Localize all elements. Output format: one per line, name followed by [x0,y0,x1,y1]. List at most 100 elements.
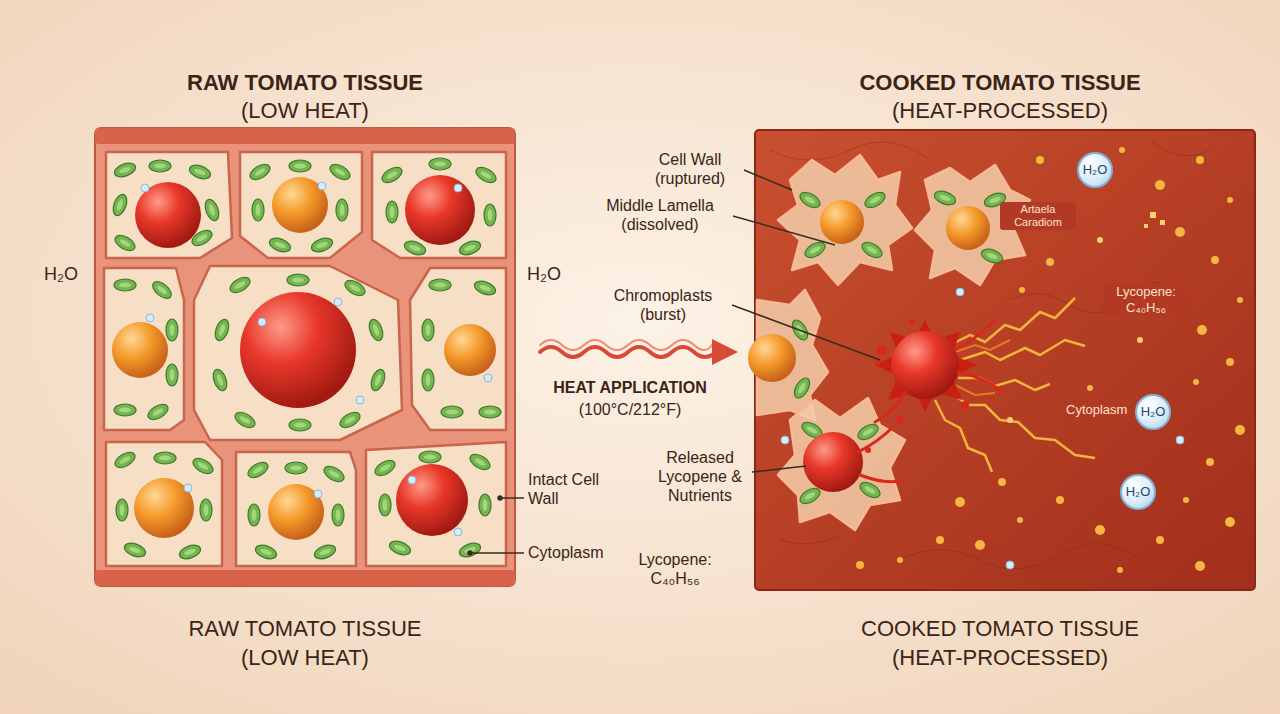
cooked-tissue [1019,287,1025,293]
raw-tissue [287,274,309,286]
leader-line [468,551,472,555]
cooked-tissue [1036,156,1044,164]
raw-tissue [116,499,128,521]
raw-tissue [240,292,356,408]
raw-tissue [313,543,338,562]
raw-tissue [422,369,434,391]
cooked-tissue [1225,517,1235,527]
raw-tissue [252,199,264,221]
raw-tissue [314,490,322,498]
raw-tissue [386,201,398,223]
process-label: HEAT APPLICATION [530,378,730,397]
heat-arrow [712,339,738,365]
cooked-tissue [1144,224,1148,228]
raw-tissue [190,455,215,476]
raw-tissue [321,463,346,484]
raw-tissue [149,160,171,172]
raw-tissue [342,277,367,298]
cooked-tissue [856,561,864,569]
raw-tissue [111,158,501,561]
cooked-tissue [1211,256,1219,264]
raw-tissue [112,232,137,253]
raw-tissue [112,322,168,378]
cooked-tissue [859,239,884,260]
cooked-tissue [865,319,969,453]
cooked-tissue [909,319,915,325]
cooked-tissue [789,189,1007,507]
cooked-tissue [958,372,1003,392]
raw-tissue [410,268,506,430]
cooked-tissue [955,385,995,395]
cooked-tissue [950,298,1075,345]
raw-tissue [134,478,194,538]
callout-label: Chromoplasts (burst) [598,286,728,324]
cooked-tissue [877,345,887,355]
raw-tissue [334,298,342,306]
cooked-tissue [781,288,1184,569]
raw-tissue [388,539,413,558]
raw-tissue [467,451,492,472]
raw-tissue [203,198,222,223]
raw-tissue [111,193,130,218]
cooked-tissue [858,320,1003,482]
bubble-content: H₂O [1083,163,1108,177]
heat-arrow [540,339,738,365]
raw-tissue [104,268,184,430]
cooked-tissue [961,401,969,409]
cooked-tissue [862,189,887,210]
raw-tissue [178,543,203,562]
panel-subheading: (LOW HEAT) [85,645,525,671]
raw-tissue [188,163,213,182]
raw-tissue [454,184,462,192]
cooked-tissue [1006,561,1014,569]
raw-tissue [150,278,175,301]
raw-tissue [95,128,515,586]
cooked-tissue [1150,212,1156,218]
raw-tissue [337,409,362,430]
raw-tissue [106,442,222,566]
cooked-tissue [960,340,1085,360]
cooked-tissue [857,479,882,500]
cooked-tissue [875,320,978,412]
cooked-tissue [1206,458,1214,466]
cooked-tissue [1117,567,1123,573]
cooked-tissue [1137,337,1143,343]
raw-tissue [114,279,136,291]
cooked-tissue [935,298,1095,472]
formula-label: Lycopene: C₄₀H₅₆ [1103,283,1189,316]
heat-arrow [540,340,712,350]
raw-tissue [367,318,386,343]
cooked-tissue [1007,417,1013,423]
cooked-tissue [1175,227,1185,237]
raw-tissue [479,406,501,418]
water-label: H₂O [44,264,78,286]
raw-tissue [289,160,311,172]
raw-tissue [240,152,362,258]
raw-tissue [396,464,468,536]
raw-tissue [268,236,293,255]
raw-tissue [332,504,344,526]
process-label: (100°C/212°F) [530,400,730,419]
callout-label: Cytoplasm [1064,401,1129,419]
raw-tissue [484,374,492,382]
cooked-tissue [1046,258,1054,266]
cooked-tissue [865,447,871,453]
raw-tissue [372,457,397,478]
cooked-tissue [1097,237,1103,243]
cooked-tissue [900,544,1140,569]
cooked-tissue [1119,147,1125,153]
raw-tissue [166,364,178,386]
raw-tissue [248,504,260,526]
raw-tissue [95,128,515,144]
raw-tissue [123,541,148,560]
raw-tissue [454,528,462,536]
cooked-tissue [778,398,905,530]
cooked-tissue [1183,497,1189,503]
leader-line [500,497,524,499]
raw-tissue [429,279,451,291]
water-label: H₂O [1083,163,1108,177]
cooked-tissue [858,427,893,452]
raw-tissue [247,161,272,182]
raw-tissue [403,239,428,258]
water-label: H₂O [527,264,561,286]
